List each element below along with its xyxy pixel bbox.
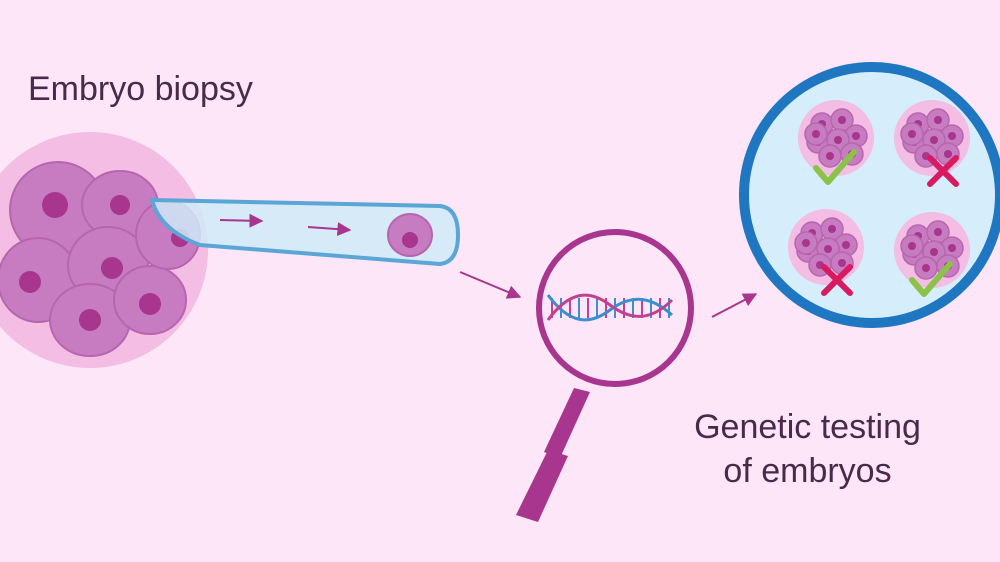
results-dish (739, 62, 1000, 328)
flow-arrow (219, 213, 264, 228)
embryo-nucleus (842, 241, 850, 249)
embryo-nucleus (934, 228, 942, 236)
embryo-nucleus (824, 245, 832, 253)
nucleus (19, 271, 41, 293)
embryo-nucleus (852, 132, 860, 140)
embryo-nucleus (812, 130, 820, 138)
dna-strand-blue (546, 294, 674, 322)
embryo-nucleus (838, 259, 846, 267)
embryo-nucleus (908, 242, 916, 250)
dna-strand-pink (546, 293, 674, 321)
embryo-nucleus (948, 132, 956, 140)
cross-icon (927, 155, 959, 187)
extracted-cell-nucleus (402, 232, 418, 248)
embryo-nucleus (922, 264, 930, 272)
arrow-to-testing (459, 271, 522, 299)
nucleus (79, 309, 101, 331)
embryo-3 (788, 209, 864, 296)
embryo-1 (798, 100, 874, 185)
checkmark-icon (909, 261, 953, 297)
biopsy-pipette (150, 198, 460, 266)
nucleus (139, 293, 161, 315)
arrow-to-results (711, 293, 758, 318)
embryo-cluster (0, 132, 208, 368)
embryo-nucleus (908, 130, 916, 138)
pipette-body (150, 198, 460, 266)
embryo-nucleus (934, 116, 942, 124)
magnifier-neck (544, 388, 590, 458)
magnifying-glass-icon (516, 229, 694, 522)
nucleus (101, 257, 123, 279)
embryo-nucleus (826, 152, 834, 160)
embryo-nucleus (930, 248, 938, 256)
flow-arrow (307, 222, 352, 237)
embryo-2 (894, 100, 970, 187)
embryo-4 (894, 212, 970, 297)
checkmark-icon (813, 149, 857, 185)
embryo-nucleus (944, 150, 952, 158)
dish-ring (739, 62, 1000, 328)
cross-icon (821, 264, 853, 296)
magnifier-handle (516, 450, 568, 522)
embryo-nucleus (930, 136, 938, 144)
blastomere-cells (0, 161, 201, 357)
nucleus (110, 195, 130, 215)
embryo-nucleus (948, 244, 956, 252)
genetic-testing-label: Genetic testing of embryos (640, 405, 975, 493)
embryo-nucleus (838, 116, 846, 124)
genetic-testing-line-1: Genetic testing (694, 408, 921, 446)
dna-double-helix-icon (546, 293, 674, 322)
embryo-nucleus (834, 136, 842, 144)
embryo-nucleus (828, 225, 836, 233)
embryo-biopsy-label: Embryo biopsy (28, 70, 253, 108)
nucleus (42, 192, 68, 218)
embryo-nucleus (802, 239, 810, 247)
genetic-testing-line-2: of embryos (723, 452, 892, 490)
